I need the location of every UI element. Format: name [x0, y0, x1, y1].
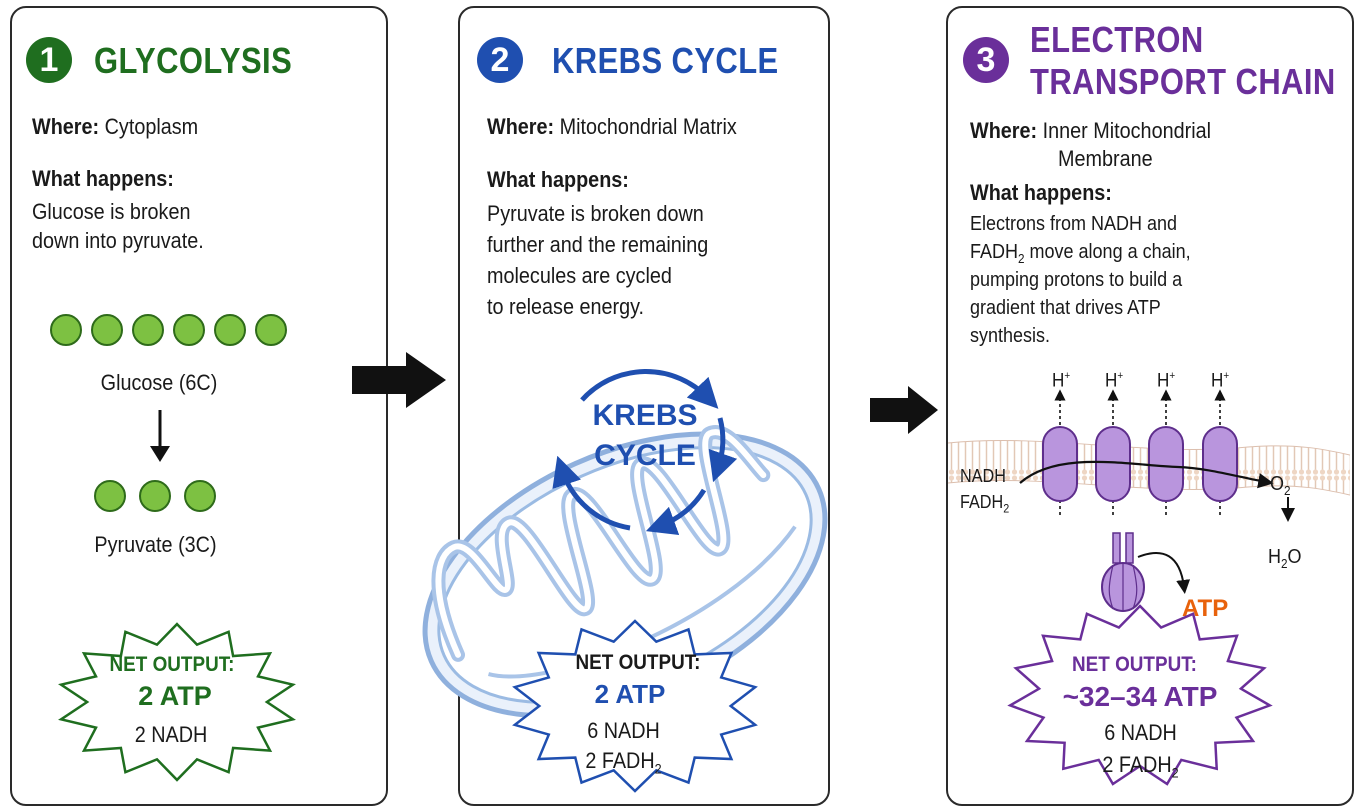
glycolysis-where: Where: Cytoplasm — [32, 112, 198, 141]
glucose-carbon-atom — [214, 314, 246, 346]
glycolysis-molecule-diagram — [50, 314, 287, 512]
etc-nadh-label: NADH — [960, 466, 1006, 486]
glycolysis-what-line-2: down into pyruvate. — [32, 228, 204, 253]
proton-label-4: H+ — [1211, 362, 1229, 395]
etc-output-atp: ~32–34 ATP — [1062, 681, 1218, 712]
krebs-title: KREBS CYCLE — [552, 40, 779, 81]
glucose-carbon-atom — [173, 314, 205, 346]
etc-where-line-2: Membrane — [1058, 146, 1153, 171]
water-label: H2O — [1268, 543, 1302, 578]
etc-what-label: What happens: — [970, 180, 1112, 205]
etc-output-title: NET OUTPUT: — [1072, 653, 1197, 676]
pyruvate-carbon-atom — [139, 480, 171, 512]
where-label: Where: — [970, 118, 1038, 143]
step-number-3: 3 — [963, 37, 1009, 83]
etc-what-line-3: pumping protons to build a — [970, 269, 1183, 291]
glucose-carbon-atom — [132, 314, 164, 346]
krebs-cycle-arrows — [552, 369, 738, 535]
etc-membrane-diagram — [947, 389, 1351, 612]
fadh-subscript: 2 — [654, 760, 662, 777]
krebs-where: Where: Mitochondrial Matrix — [487, 112, 737, 141]
proton-label-3: H+ — [1157, 362, 1175, 395]
glucose-carbon-atom — [91, 314, 123, 346]
glucose-carbon-atom — [255, 314, 287, 346]
krebs-output-atp: 2 ATP — [594, 679, 666, 709]
pyruvate-carbon-atom — [184, 480, 216, 512]
oxygen-label: O2 — [1270, 470, 1291, 505]
fadh-text: 2 FADH — [585, 748, 655, 773]
conversion-arrow-head — [150, 446, 170, 462]
glycolysis-output-atp: 2 ATP — [138, 681, 212, 711]
proton-label-1: H+ — [1052, 362, 1070, 395]
step-number-2: 2 — [477, 37, 523, 83]
water-h: H — [1268, 546, 1282, 568]
krebs-output-nadh: 6 NADH — [587, 718, 660, 743]
krebs-what-line-4: to release energy. — [487, 294, 645, 319]
proton-charge: + — [1064, 370, 1071, 382]
fadh-subscript: 2 — [1018, 251, 1025, 266]
etc-fadh-label: FADH2 — [960, 488, 1009, 524]
pyruvate-label: Pyruvate (3C) — [94, 532, 217, 557]
where-label: Where: — [32, 114, 100, 139]
fadh-subscript: 2 — [1171, 764, 1179, 781]
etc-what-line-1: Electrons from NADH and — [970, 213, 1178, 235]
water-o: O — [1287, 546, 1302, 568]
proton-charge: + — [1117, 370, 1124, 382]
etc-what-line-2: FADH2 move along a chain, — [970, 238, 1191, 273]
glycolysis-output-nadh: 2 NADH — [134, 722, 208, 747]
proton-charge: + — [1169, 370, 1176, 382]
glucose-carbon-atom — [50, 314, 82, 346]
where-value: Mitochondrial Matrix — [559, 114, 737, 139]
step-number-1: 1 — [26, 37, 72, 83]
krebs-cycle-label-1: KREBS — [592, 399, 698, 432]
etc-what-line-4: gradient that drives ATP — [970, 297, 1161, 319]
etc-output-nadh: 6 NADH — [1104, 720, 1177, 745]
glycolysis-output-title: NET OUTPUT: — [109, 653, 235, 676]
glycolysis-title: GLYCOLYSIS — [94, 40, 293, 81]
etc-title-line-1: ELECTRON — [1030, 19, 1204, 60]
pyruvate-carbon-atom — [94, 480, 126, 512]
etc-output-fadh: 2 FADH2 — [1082, 750, 1199, 787]
krebs-what-line-1: Pyruvate is broken down — [487, 201, 704, 226]
water-subscript: 2 — [1281, 556, 1288, 571]
proton-text: H — [1211, 370, 1224, 392]
proton-label-2: H+ — [1105, 362, 1123, 395]
glucose-label: Glucose (6C) — [100, 370, 218, 395]
glycolysis-output-starburst — [58, 622, 296, 782]
where-value: Cytoplasm — [104, 114, 199, 139]
krebs-what-line-3: molecules are cycled — [487, 263, 672, 288]
where-value-1: Inner Mitochondrial — [1042, 118, 1212, 143]
oxygen-subscript: 2 — [1284, 483, 1291, 498]
glycolysis-what-label: What happens: — [32, 166, 174, 191]
proton-charge: + — [1223, 370, 1230, 382]
krebs-output-title: NET OUTPUT: — [575, 651, 701, 674]
proton-text: H — [1105, 370, 1118, 392]
proton-text: H — [1052, 370, 1065, 392]
etc-where: Where: Inner Mitochondrial — [970, 116, 1211, 145]
proton-text: H — [1157, 370, 1170, 392]
krebs-what-label: What happens: — [487, 167, 629, 192]
fadh-text: FADH — [970, 241, 1019, 263]
glycolysis-what-line-1: Glucose is broken — [32, 199, 191, 224]
fadh-subscript: 2 — [1003, 501, 1010, 516]
krebs-cycle-label-2: CYCLE — [594, 439, 696, 472]
krebs-what-line-2: further and the remaining — [487, 232, 709, 257]
etc-what-line-5: synthesis. — [970, 325, 1051, 347]
etc-output-starburst — [1007, 604, 1273, 786]
fadh-text: 2 FADH — [1102, 752, 1172, 777]
fadh-text: FADH — [960, 492, 1004, 512]
etc-title-line-2: TRANSPORT CHAIN — [1030, 61, 1336, 102]
arrow-glycolysis-to-krebs — [352, 352, 446, 408]
mitochondrion-illustration — [422, 425, 828, 719]
etc-what-line-2-rest: move along a chain, — [1024, 241, 1191, 263]
where-label: Where: — [487, 114, 555, 139]
oxygen-text: O — [1270, 473, 1285, 495]
arrow-krebs-to-etc — [870, 386, 938, 434]
krebs-output-fadh: 2 FADH2 — [565, 746, 682, 783]
